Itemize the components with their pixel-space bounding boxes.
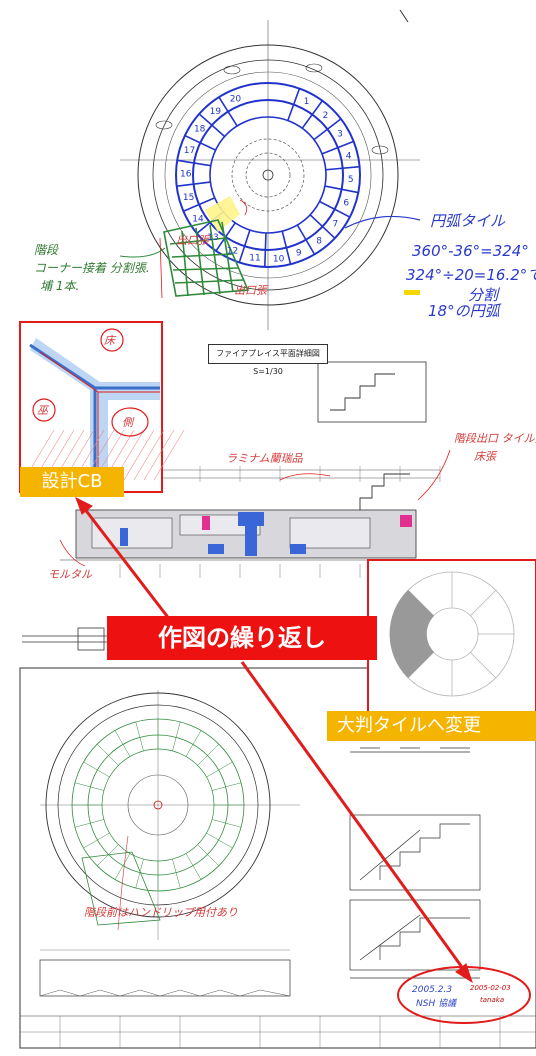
svg-text:16: 16 [180,169,192,179]
lower-sheet [19,667,536,1049]
stamp-date-2: 2005-02-03 [470,984,511,992]
callouts [19,321,536,984]
stamp-note: NSH 協議 [416,998,458,1009]
svg-text:5: 5 [348,175,354,185]
svg-text:7: 7 [333,220,339,230]
calc-note-3: 分割 [468,286,501,304]
stamp-date: 2005.2.3 [412,985,452,995]
svg-text:12: 12 [227,246,238,256]
svg-text:1: 1 [304,97,310,107]
handrail-note: 階段前はハンドリップ用付あり [84,906,238,919]
svg-text:17: 17 [184,146,195,156]
plan-title: ファイアプレイス平面詳細図 S=1/30 [208,344,328,376]
svg-text:18: 18 [194,125,206,135]
stair-grid [163,219,250,297]
floor-mark: 床 [104,334,117,347]
mouth-left-note: 出口張 [176,234,211,247]
stair-note: 階段出口 タイル張り [454,432,536,445]
svg-text:19: 19 [210,107,222,117]
svg-text:14: 14 [192,215,204,225]
calc-note-1: 360°-36°=324° [412,242,529,260]
mouth-right-note: 出口張 [234,284,269,297]
svg-text:3: 3 [337,130,343,140]
repeat-drawing-label: 作図の繰り返し [107,616,377,660]
stamp-name: tanaka [480,996,504,1004]
calc-note-2: 324°÷20=16.2°で [406,266,536,284]
arc-tile-note: 円弧タイル [430,212,506,230]
svg-text:13: 13 [207,233,218,243]
svg-text:10: 10 [273,255,285,265]
stairs-note-3: 埔 1本. [40,279,79,293]
svg-text:9: 9 [296,249,302,259]
wall-mark: 巫 [37,404,50,417]
svg-text:6: 6 [343,198,349,208]
svg-text:11: 11 [249,254,260,264]
stairs-note-2: コーナー接着 分割張. [34,261,150,275]
handwriting: 円弧タイル 360°-36°=324° 324°÷20=16.2°で 分割 18… [34,212,536,1009]
stairs-note-1: 階段 [34,243,59,257]
section-drawing [59,361,470,578]
svg-text:8: 8 [316,237,322,247]
arc18-note: 18°の円弧 [428,302,503,320]
stair-note-2: 床張 [474,450,498,463]
svg-text:20: 20 [230,94,242,104]
side-mark: 側 [122,416,135,429]
lamina-note: ラミナム蘭瑞品 [226,452,304,465]
svg-text:15: 15 [183,193,194,203]
design-cb-label: 設計CB [20,467,124,497]
svg-text:2: 2 [323,111,329,121]
svg-text:4: 4 [346,152,352,162]
mortar-note: モルタル [48,568,93,581]
large-tile-change-label: 大判タイルへ変更 [327,711,536,741]
